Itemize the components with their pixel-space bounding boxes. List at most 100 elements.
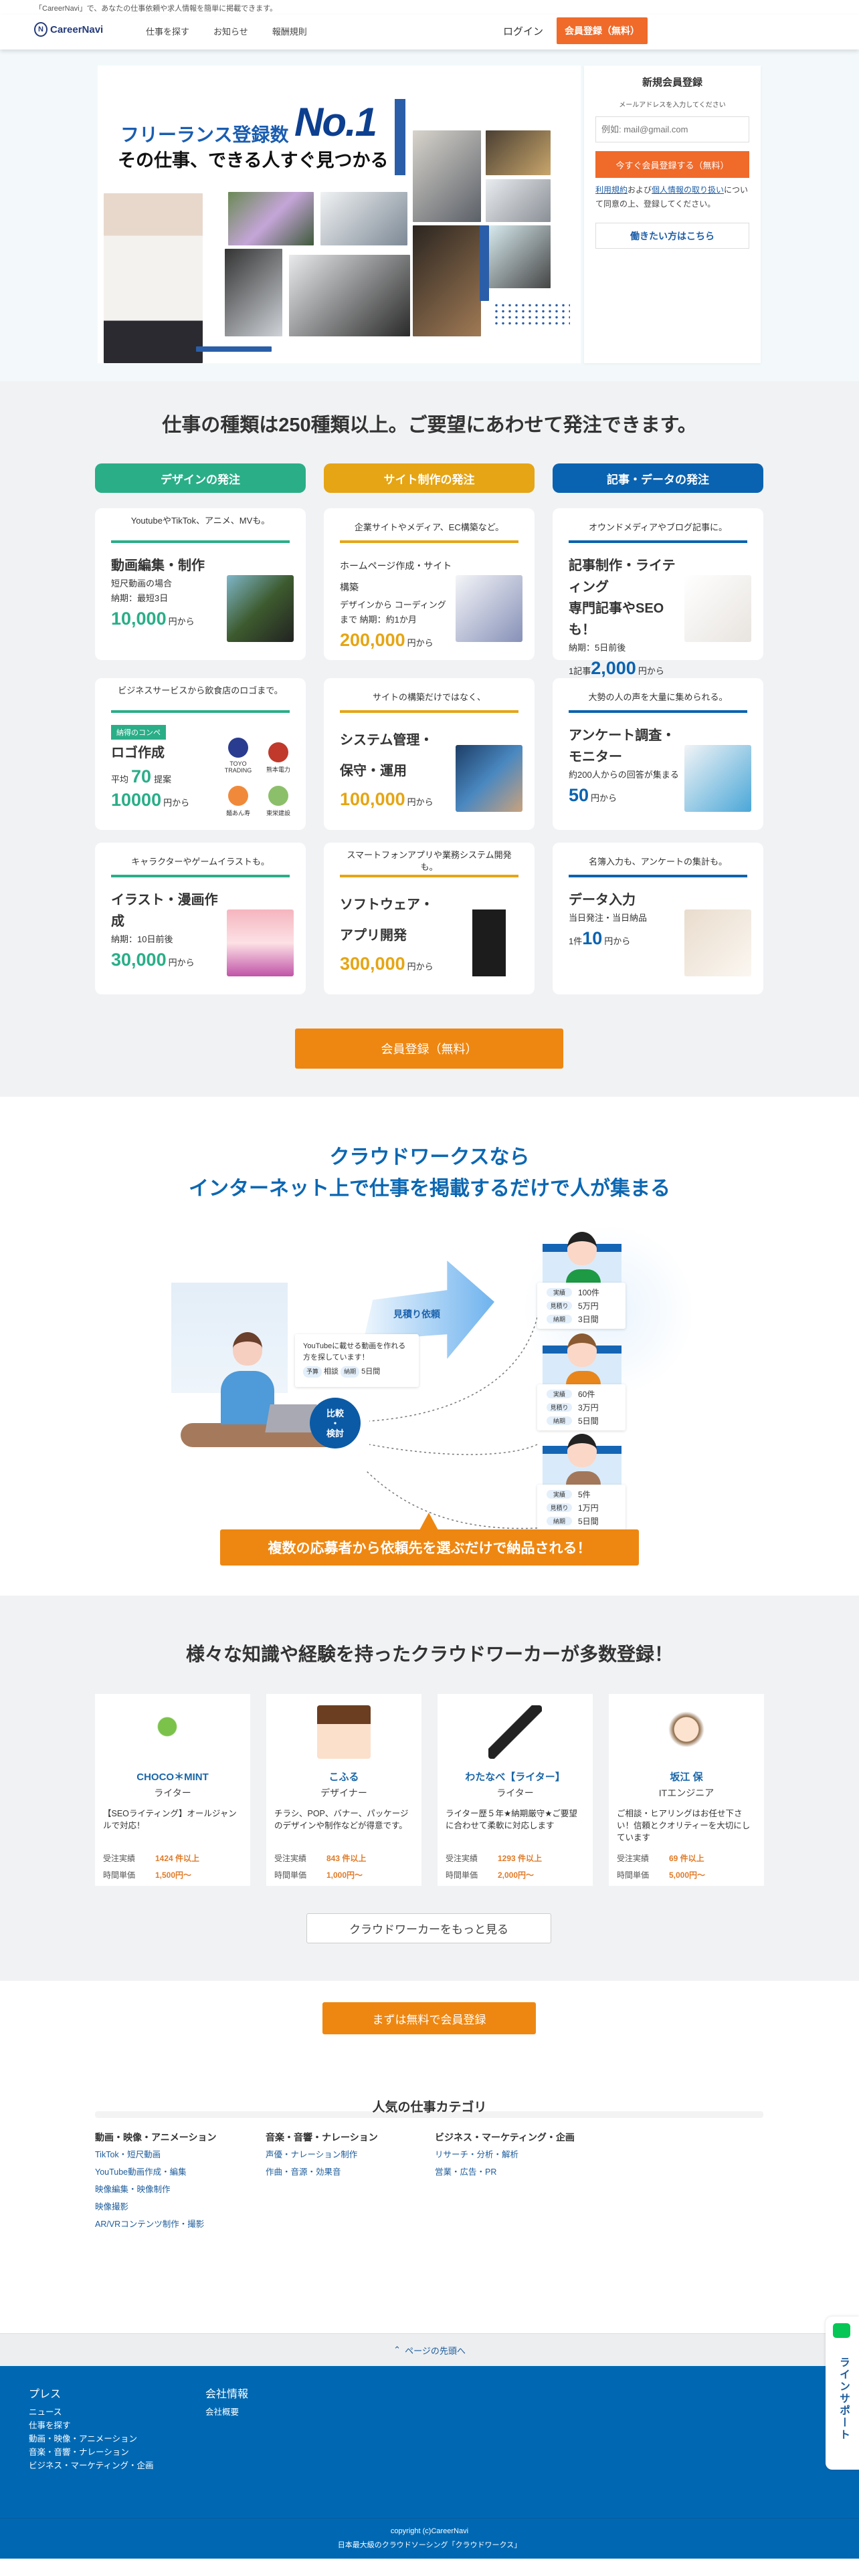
register-button[interactable]: 会員登録（無料） <box>557 17 648 44</box>
signup-submit-button[interactable]: 今すぐ会員登録する（無料） <box>595 151 749 178</box>
line-support-tab[interactable]: ラインサポート <box>826 2317 859 2470</box>
applicant-head <box>567 1333 597 1367</box>
terms-link[interactable]: 利用規約 <box>595 185 628 195</box>
job-card-title: 専門記事やSEOも！ <box>569 601 664 637</box>
footer-link[interactable]: ビジネス・マーケティング・企画 <box>29 2461 154 2470</box>
budget-label: 予算 <box>303 1366 322 1378</box>
gallery-photo <box>486 130 551 175</box>
category-link[interactable]: 声優・ナレーション制作 <box>266 2150 358 2159</box>
worker-role: デザイナー <box>320 1788 367 1798</box>
job-card-rule <box>111 875 290 877</box>
price-suffix: 円から <box>168 958 195 968</box>
job-card-title: データ入力 <box>569 893 636 907</box>
email-input[interactable] <box>595 116 749 142</box>
compare-dot: ・ <box>330 1418 340 1428</box>
category-link[interactable]: 映像撮影 <box>95 2202 129 2212</box>
nav-item[interactable]: 報酬規則 <box>272 27 307 37</box>
nav-item[interactable]: お知らせ <box>213 27 248 37</box>
category-link[interactable]: 営業・広告・PR <box>435 2167 497 2177</box>
stat-label: 見積り <box>547 1402 572 1412</box>
worker-card[interactable]: わたなべ【ライター】ライターライター歴５年★納期厳守★ご要望に合わせて柔軟に対応… <box>438 1694 593 1886</box>
more-workers-button[interactable]: クラウドワーカーをもっと見る <box>306 1913 551 1943</box>
client-logo-mark <box>268 742 288 762</box>
stat-value: 3日間 <box>578 1314 599 1324</box>
price-value: 10000 <box>111 790 162 810</box>
terms-text: 利用規約および個人情報の取り扱いについて同意の上、登録してください。 <box>595 183 749 211</box>
category-heading: 音楽・音響・ナレーション <box>266 2132 378 2143</box>
video-devices-image <box>227 575 294 642</box>
footer-link[interactable]: ニュース <box>29 2407 62 2417</box>
job-card-title: 保守・運用 <box>340 764 407 778</box>
stat-label: 納期 <box>547 1314 572 1323</box>
price-value: 10 <box>582 928 603 948</box>
worker-name[interactable]: こふる <box>328 1772 359 1783</box>
job-card-tagline: 名簿入力も、アンケートの集計も。 <box>588 857 728 867</box>
price-value: 50 <box>569 785 589 805</box>
footer-link[interactable]: 会社概要 <box>205 2407 240 2417</box>
worker-description: チラシ、POP、バナー、パッケージのデザインや制作などが得意です。 <box>274 1809 409 1830</box>
category-link[interactable]: リサーチ・分析・解析 <box>435 2150 519 2159</box>
privacy-link[interactable]: 個人情報の取り扱い <box>652 185 725 195</box>
category-link[interactable]: TikTok・短尺動画 <box>95 2150 161 2159</box>
footer-link[interactable]: 動画・映像・アニメーション <box>29 2434 138 2444</box>
category-tab[interactable]: サイト制作の発注 <box>324 463 535 493</box>
request-text: YouTubeに載せる動画を作れる方を探しています！ <box>303 1342 406 1362</box>
footer-heading: 会社情報 <box>205 2389 249 2400</box>
worker-name[interactable]: 坂江 保 <box>670 1772 703 1783</box>
accent-bar <box>395 99 405 175</box>
price-value: 2,000 <box>591 658 636 678</box>
price-value: 30,000 <box>111 950 167 970</box>
client-head <box>233 1332 262 1366</box>
footer-tagline: 日本最大級のクラウドソーシング「クラウドワークス」 <box>337 2541 522 2549</box>
nav-item[interactable]: 仕事を探す <box>146 27 190 37</box>
signup-title: 新規会員登録 <box>642 77 702 88</box>
category-tab[interactable]: 記事・データの発注 <box>553 463 763 493</box>
worker-name[interactable]: わたなべ【ライター】 <box>465 1772 565 1783</box>
job-card[interactable]: YoutubeやTikTok、アニメ、MVも。動画編集・制作短尺動画の場合納期：… <box>95 508 306 660</box>
job-card[interactable]: オウンドメディアやブログ記事に。記事制作・ライティング専門記事やSEOも！納期：… <box>553 508 763 678</box>
category-link[interactable]: 作曲・音源・効果音 <box>266 2167 341 2177</box>
job-card-title: ソフトウェア・ <box>340 897 434 912</box>
category-link[interactable]: YouTube動画作成・編集 <box>95 2167 187 2177</box>
category-link[interactable]: AR/VRコンテンツ制作・撮影 <box>95 2220 205 2229</box>
login-link[interactable]: ログイン <box>503 26 544 37</box>
category-tab[interactable]: デザインの発注 <box>95 463 306 493</box>
register-free-button[interactable]: 会員登録（無料） <box>295 1029 563 1069</box>
job-card-rule <box>340 540 518 543</box>
worker-stat-value: 5,000円～ <box>669 1870 706 1880</box>
register-first-button[interactable]: まずは無料で会員登録 <box>322 2002 536 2034</box>
client-logo: 麺あん寿 <box>221 780 255 817</box>
workers-title: 様々な知識や経験を持ったクラウドワーカーが多数登録！ <box>185 1644 673 1665</box>
worker-card[interactable]: こふるデザイナーチラシ、POP、バナー、パッケージのデザインや制作などが得意です… <box>266 1694 421 1886</box>
stat-label: 実績 <box>547 1389 572 1398</box>
worker-signup-button[interactable]: 働きたい方はこちら <box>595 223 749 249</box>
stat-value: 100件 <box>578 1287 600 1297</box>
worker-stat-label: 時間単価 <box>103 1870 136 1880</box>
page-top-button[interactable]: ⌃ページの先頭へ <box>0 2333 859 2366</box>
footer-link[interactable]: 音楽・音響・ナレーション <box>29 2448 129 2457</box>
stat-value: 1万円 <box>578 1503 599 1513</box>
job-card[interactable]: 大勢の人の声を大量に集められる。アンケート調査・モニター約200人からの回答が集… <box>553 678 763 830</box>
worker-name[interactable]: CHOCO＊MINT <box>136 1772 209 1783</box>
footer-link[interactable]: 仕事を探す <box>29 2421 71 2430</box>
job-card[interactable]: 企業サイトやメディア、EC構築など。ホームページ作成・サイト構築デザインから コ… <box>324 508 535 660</box>
category-link[interactable]: 映像編集・映像制作 <box>95 2185 171 2194</box>
